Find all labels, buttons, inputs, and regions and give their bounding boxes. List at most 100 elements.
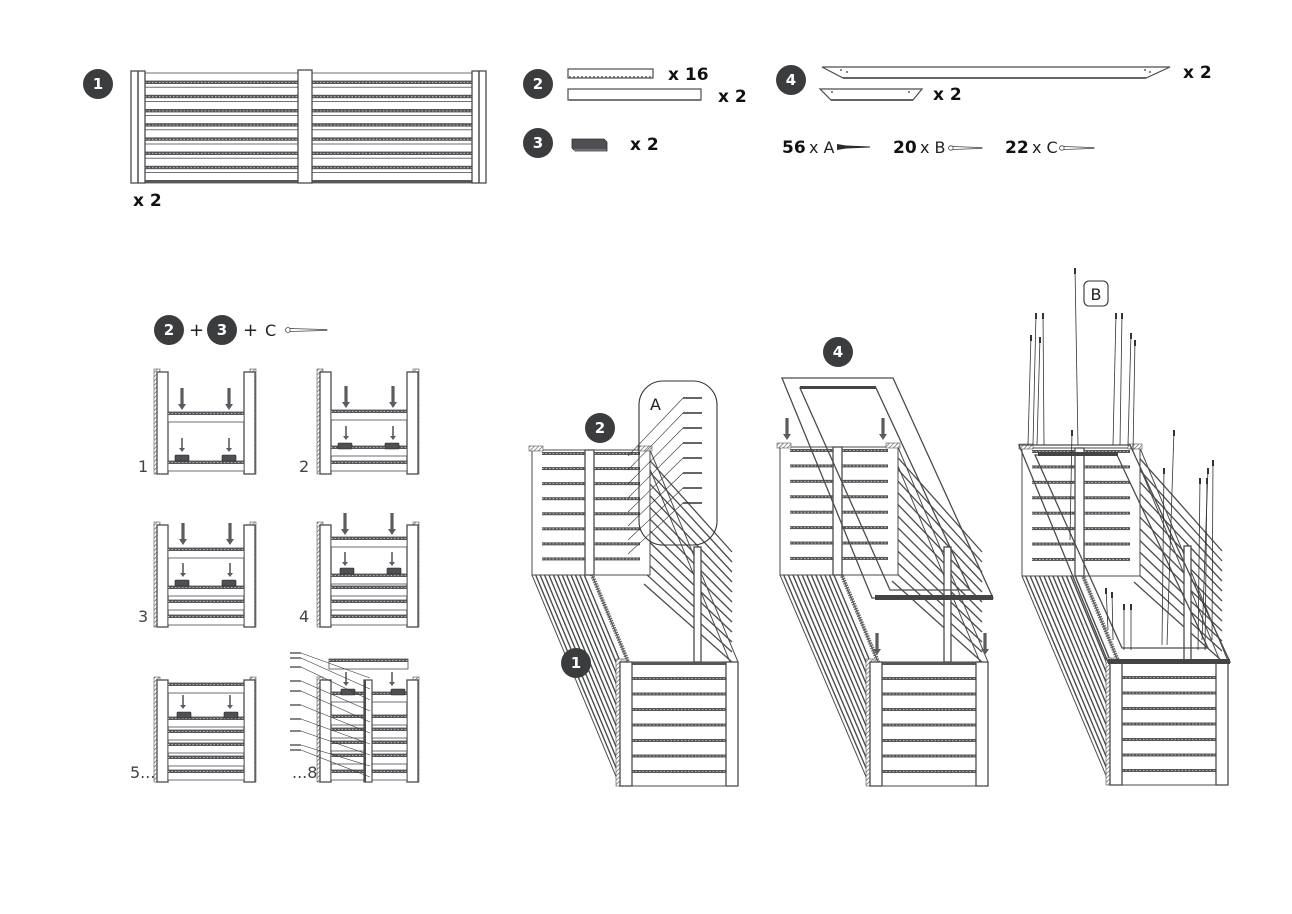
- corner-hatch: [1127, 443, 1143, 450]
- callout-b: B: [1083, 280, 1109, 307]
- screw-b-icon: [1127, 332, 1132, 446]
- bracket: [340, 688, 356, 696]
- long-board: [567, 88, 702, 101]
- arrow-down-icon: [879, 418, 887, 440]
- arrow-down-icon: [389, 552, 395, 566]
- arrow-down-icon: [389, 672, 395, 686]
- corner-hatch: [528, 445, 544, 452]
- post-right: [243, 524, 256, 628]
- part-2-badge-label: 2: [533, 75, 543, 93]
- arrow-down-icon: [227, 563, 233, 577]
- side-slat: [643, 559, 733, 643]
- screw-head: [1115, 313, 1117, 319]
- front-right-post: [1215, 660, 1229, 786]
- mid-brace: [943, 546, 952, 663]
- hardware-label: x B: [920, 138, 946, 157]
- board-edge: [168, 683, 244, 686]
- fastener-c-label: C: [265, 321, 276, 340]
- hardware-list: 56 x A 20 x B 22 x C: [782, 138, 1095, 158]
- side-slat: [1133, 546, 1223, 632]
- post-right: [243, 679, 256, 783]
- screw-head: [1130, 604, 1132, 610]
- stage-1-badge-2-label: 2: [595, 419, 605, 437]
- screw-b-icon: [1032, 312, 1037, 446]
- bracket: [386, 567, 402, 575]
- top-frame-back-board: [800, 386, 876, 389]
- board-edge: [331, 461, 407, 464]
- screw-head: [1074, 268, 1076, 274]
- screw-head: [1206, 478, 1208, 484]
- part-4-badge: 4: [776, 65, 806, 95]
- board-edge: [168, 717, 244, 720]
- side-slat: [1133, 522, 1223, 612]
- board-edge: [168, 461, 244, 464]
- part-1-badge-label: 1: [93, 75, 103, 93]
- screw-head: [1212, 460, 1214, 466]
- back-center-brace: [1074, 447, 1085, 577]
- corner-hatch: [637, 445, 653, 452]
- front-panel: [615, 658, 739, 787]
- leader-line: [627, 412, 684, 471]
- side-slat: [643, 571, 733, 653]
- hardware-item-b: 20 x B: [893, 138, 983, 158]
- screw-head: [1121, 313, 1123, 319]
- front-right-post: [725, 661, 739, 787]
- part-3-badge: 3: [523, 128, 553, 158]
- side-slat: [1133, 475, 1223, 572]
- front-panel: [1105, 657, 1229, 786]
- screw-head: [1030, 335, 1032, 341]
- screw-b-icon: [1111, 591, 1114, 641]
- hardware-label: x C: [1032, 138, 1058, 157]
- board-edge: [168, 412, 244, 415]
- stage-2-badge-4-label: 4: [833, 343, 843, 361]
- hardware-count: 20: [893, 138, 917, 158]
- post-left: [319, 371, 332, 475]
- top-frame-back-board: [1038, 452, 1118, 456]
- screw-head: [1207, 468, 1209, 474]
- front-top-edge: [870, 662, 988, 665]
- screw-head: [1173, 430, 1175, 436]
- screw-head: [1163, 468, 1165, 474]
- hardware-item-a: 56 x A: [782, 138, 870, 158]
- board-edge: [168, 756, 244, 759]
- post-right: [406, 524, 419, 628]
- screw-b-icon: [1166, 429, 1175, 646]
- part-1-panel: 1 x 2: [83, 69, 487, 211]
- side-slat: [643, 500, 733, 593]
- substep-diagram: [153, 368, 257, 475]
- stage-2-badge-4: 4: [823, 337, 853, 367]
- front-panel: [865, 658, 989, 787]
- substep-badge-3: 3: [207, 315, 237, 345]
- side-slat: [1023, 549, 1113, 761]
- side-slat: [891, 450, 983, 553]
- arrow-down-icon: [390, 426, 396, 440]
- board-edge: [331, 574, 407, 577]
- screw-b-icon: [1132, 339, 1136, 453]
- side-slat: [891, 474, 983, 573]
- long-frame-board: [821, 66, 1171, 79]
- stage-1-badge-1-label: 1: [571, 654, 581, 672]
- post-left: [156, 679, 169, 783]
- substep-label: ...8: [292, 763, 317, 782]
- short-frame-board: [818, 88, 924, 101]
- leader-line: [300, 730, 371, 756]
- side-slat: [891, 462, 983, 563]
- assembly-stage-3: [1018, 267, 1232, 786]
- post-left: [319, 524, 332, 628]
- part-4-frame-boards: 4 x 2 x 2: [776, 63, 1212, 105]
- substep-diagram: [316, 368, 420, 475]
- screw-b-icon: [1074, 267, 1079, 446]
- post-left: [319, 679, 332, 783]
- board-edge: [331, 446, 407, 449]
- screw-b-icon: [1042, 312, 1045, 446]
- arrow-down-icon: [226, 523, 234, 545]
- side-slat: [891, 568, 983, 653]
- side-slat: [1133, 487, 1223, 582]
- side-slat: [891, 580, 983, 663]
- side-slat: [891, 486, 983, 583]
- leader-line: [627, 487, 684, 541]
- bracket: [223, 711, 239, 719]
- part-3-brackets: 3 x 2: [523, 128, 659, 158]
- part-1-badge: 1: [83, 69, 113, 99]
- hardware-count: 22: [1005, 138, 1029, 158]
